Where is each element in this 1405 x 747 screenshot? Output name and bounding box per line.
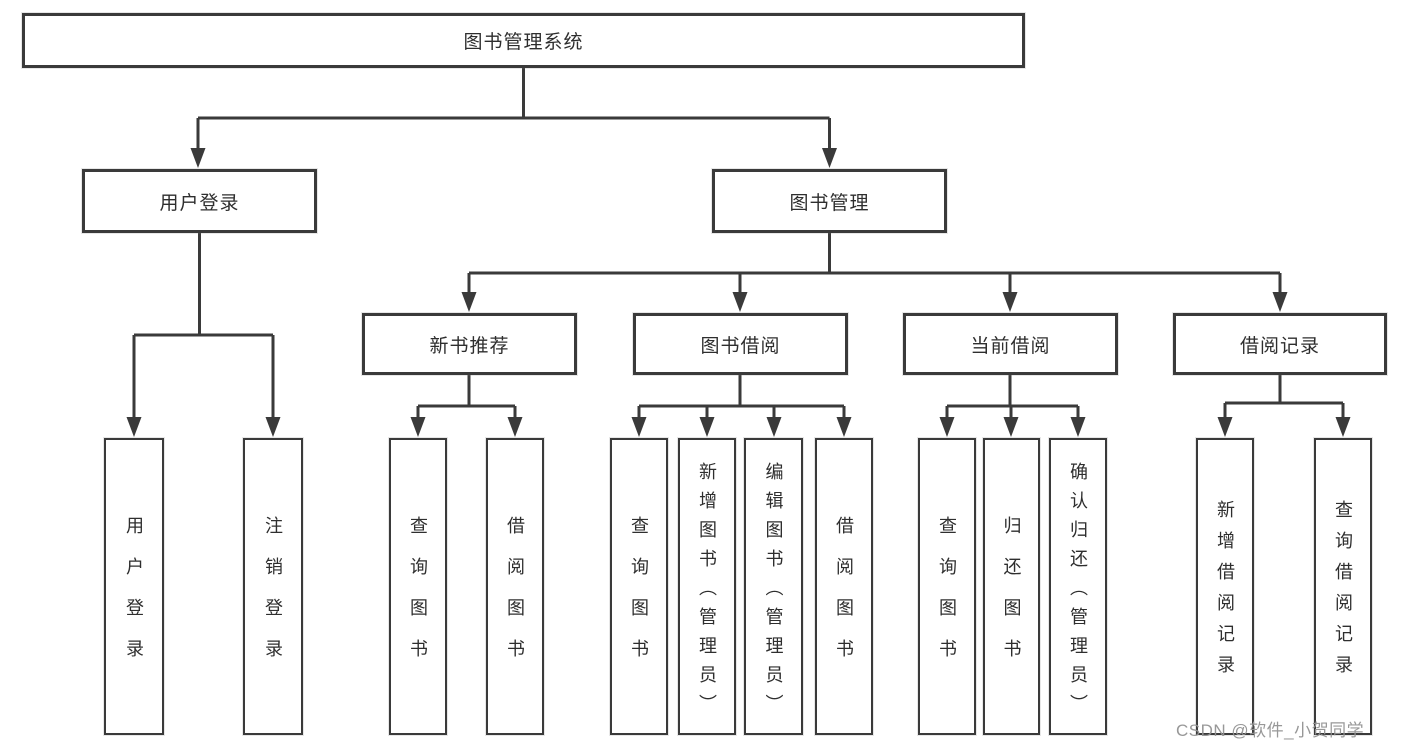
- leaf-add-books-admin: 新增图书（管理员）: [678, 438, 736, 735]
- leaf-current-query-books: 查询图书: [918, 438, 976, 735]
- node-current-borrow-label: 当前借阅: [970, 335, 1051, 357]
- leaf-confirm-return-admin: 确认归还（管理员）: [1049, 438, 1107, 735]
- leaf-user-login: 用户登录: [104, 438, 164, 735]
- csdn-watermark: CSDN @软件_小贺同学: [1176, 721, 1365, 740]
- node-user-login: 用户登录: [82, 169, 317, 233]
- node-borrow-records-label: 借阅记录: [1239, 335, 1320, 357]
- node-borrow-records: 借阅记录: [1173, 313, 1387, 375]
- leaf-return-books: 归还图书: [983, 438, 1040, 735]
- leaf-query-borrow-record: 查询借阅记录: [1314, 438, 1372, 735]
- leaf-add-borrow-record: 新增借阅记录: [1196, 438, 1254, 735]
- node-book-borrow: 图书借阅: [633, 313, 848, 375]
- node-book-management: 图书管理: [712, 169, 947, 233]
- node-current-borrow: 当前借阅: [903, 313, 1118, 375]
- node-new-book-recommend-label: 新书推荐: [429, 335, 510, 357]
- leaf-borrow-query-books: 查询图书: [610, 438, 668, 735]
- leaf-logout: 注销登录: [243, 438, 303, 735]
- node-user-login-label: 用户登录: [159, 192, 240, 214]
- node-root-label: 图书管理系统: [463, 32, 584, 53]
- node-new-book-recommend: 新书推荐: [362, 313, 577, 375]
- node-root-system: 图书管理系统: [22, 13, 1025, 68]
- leaf-borrow-books: 借阅图书: [815, 438, 873, 735]
- leaf-recommend-borrow-books: 借阅图书: [486, 438, 544, 735]
- node-book-borrow-label: 图书借阅: [700, 335, 781, 357]
- leaf-recommend-query-books: 查询图书: [389, 438, 447, 735]
- leaf-edit-books-admin: 编辑图书（管理员）: [744, 438, 803, 735]
- node-book-management-label: 图书管理: [789, 192, 870, 214]
